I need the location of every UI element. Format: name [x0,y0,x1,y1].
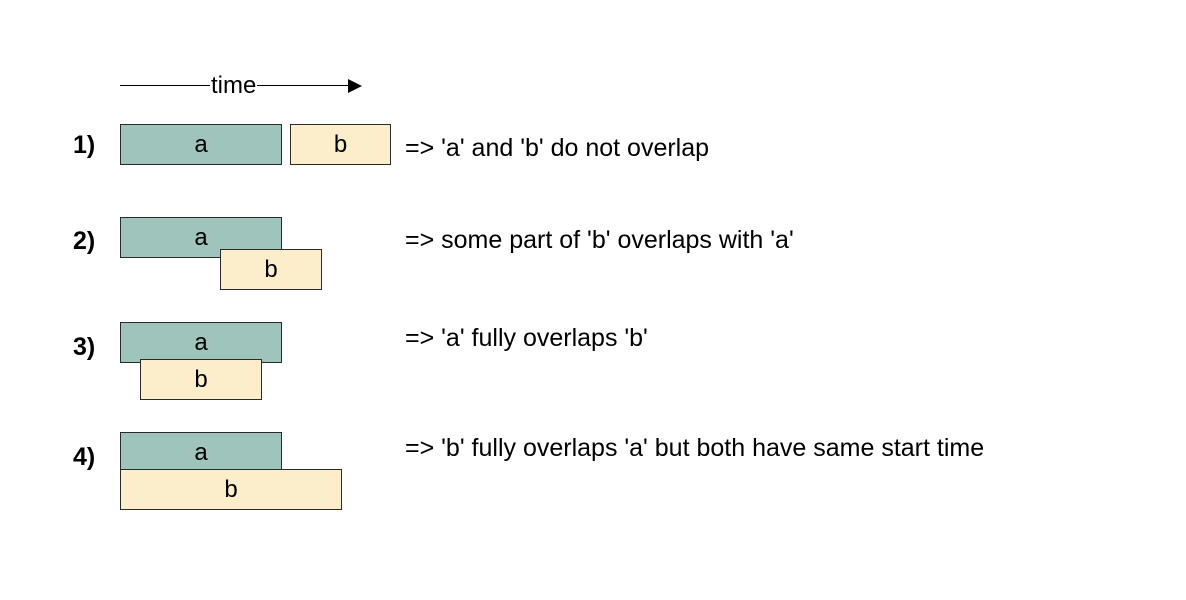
row-3-description: => 'a' fully overlaps 'b' [405,324,648,352]
row-1-number: 1) [73,131,96,159]
interval-b-label: b [224,475,238,503]
row-4-number: 4) [73,443,96,471]
interval-b-label: b [264,255,278,283]
row-3-number: 3) [73,333,96,361]
row-4-interval-a: a [120,432,282,473]
interval-a-label: a [194,328,208,356]
row-3-interval-b: b [140,359,262,400]
interval-a-label: a [194,438,208,466]
row-2-number: 2) [73,227,96,255]
row-1-description: => 'a' and 'b' do not overlap [405,134,710,162]
row-4-description: => 'b' fully overlaps 'a' but both have … [405,434,985,462]
row-1-interval-b: b [290,124,391,165]
row-2-description: => some part of 'b' overlaps with 'a' [405,226,794,254]
row-4-interval-b: b [120,469,342,510]
interval-a-label: a [194,130,208,158]
time-axis: time [120,74,365,98]
row-3-interval-a: a [120,322,282,363]
interval-b-label: b [333,130,348,158]
row-1-interval-a: a [120,124,282,165]
interval-a-label: a [194,223,208,251]
time-axis-label: time [210,72,258,99]
interval-b-label: b [194,365,208,393]
arrow-right-icon [348,79,362,93]
row-2-interval-b: b [220,249,322,290]
